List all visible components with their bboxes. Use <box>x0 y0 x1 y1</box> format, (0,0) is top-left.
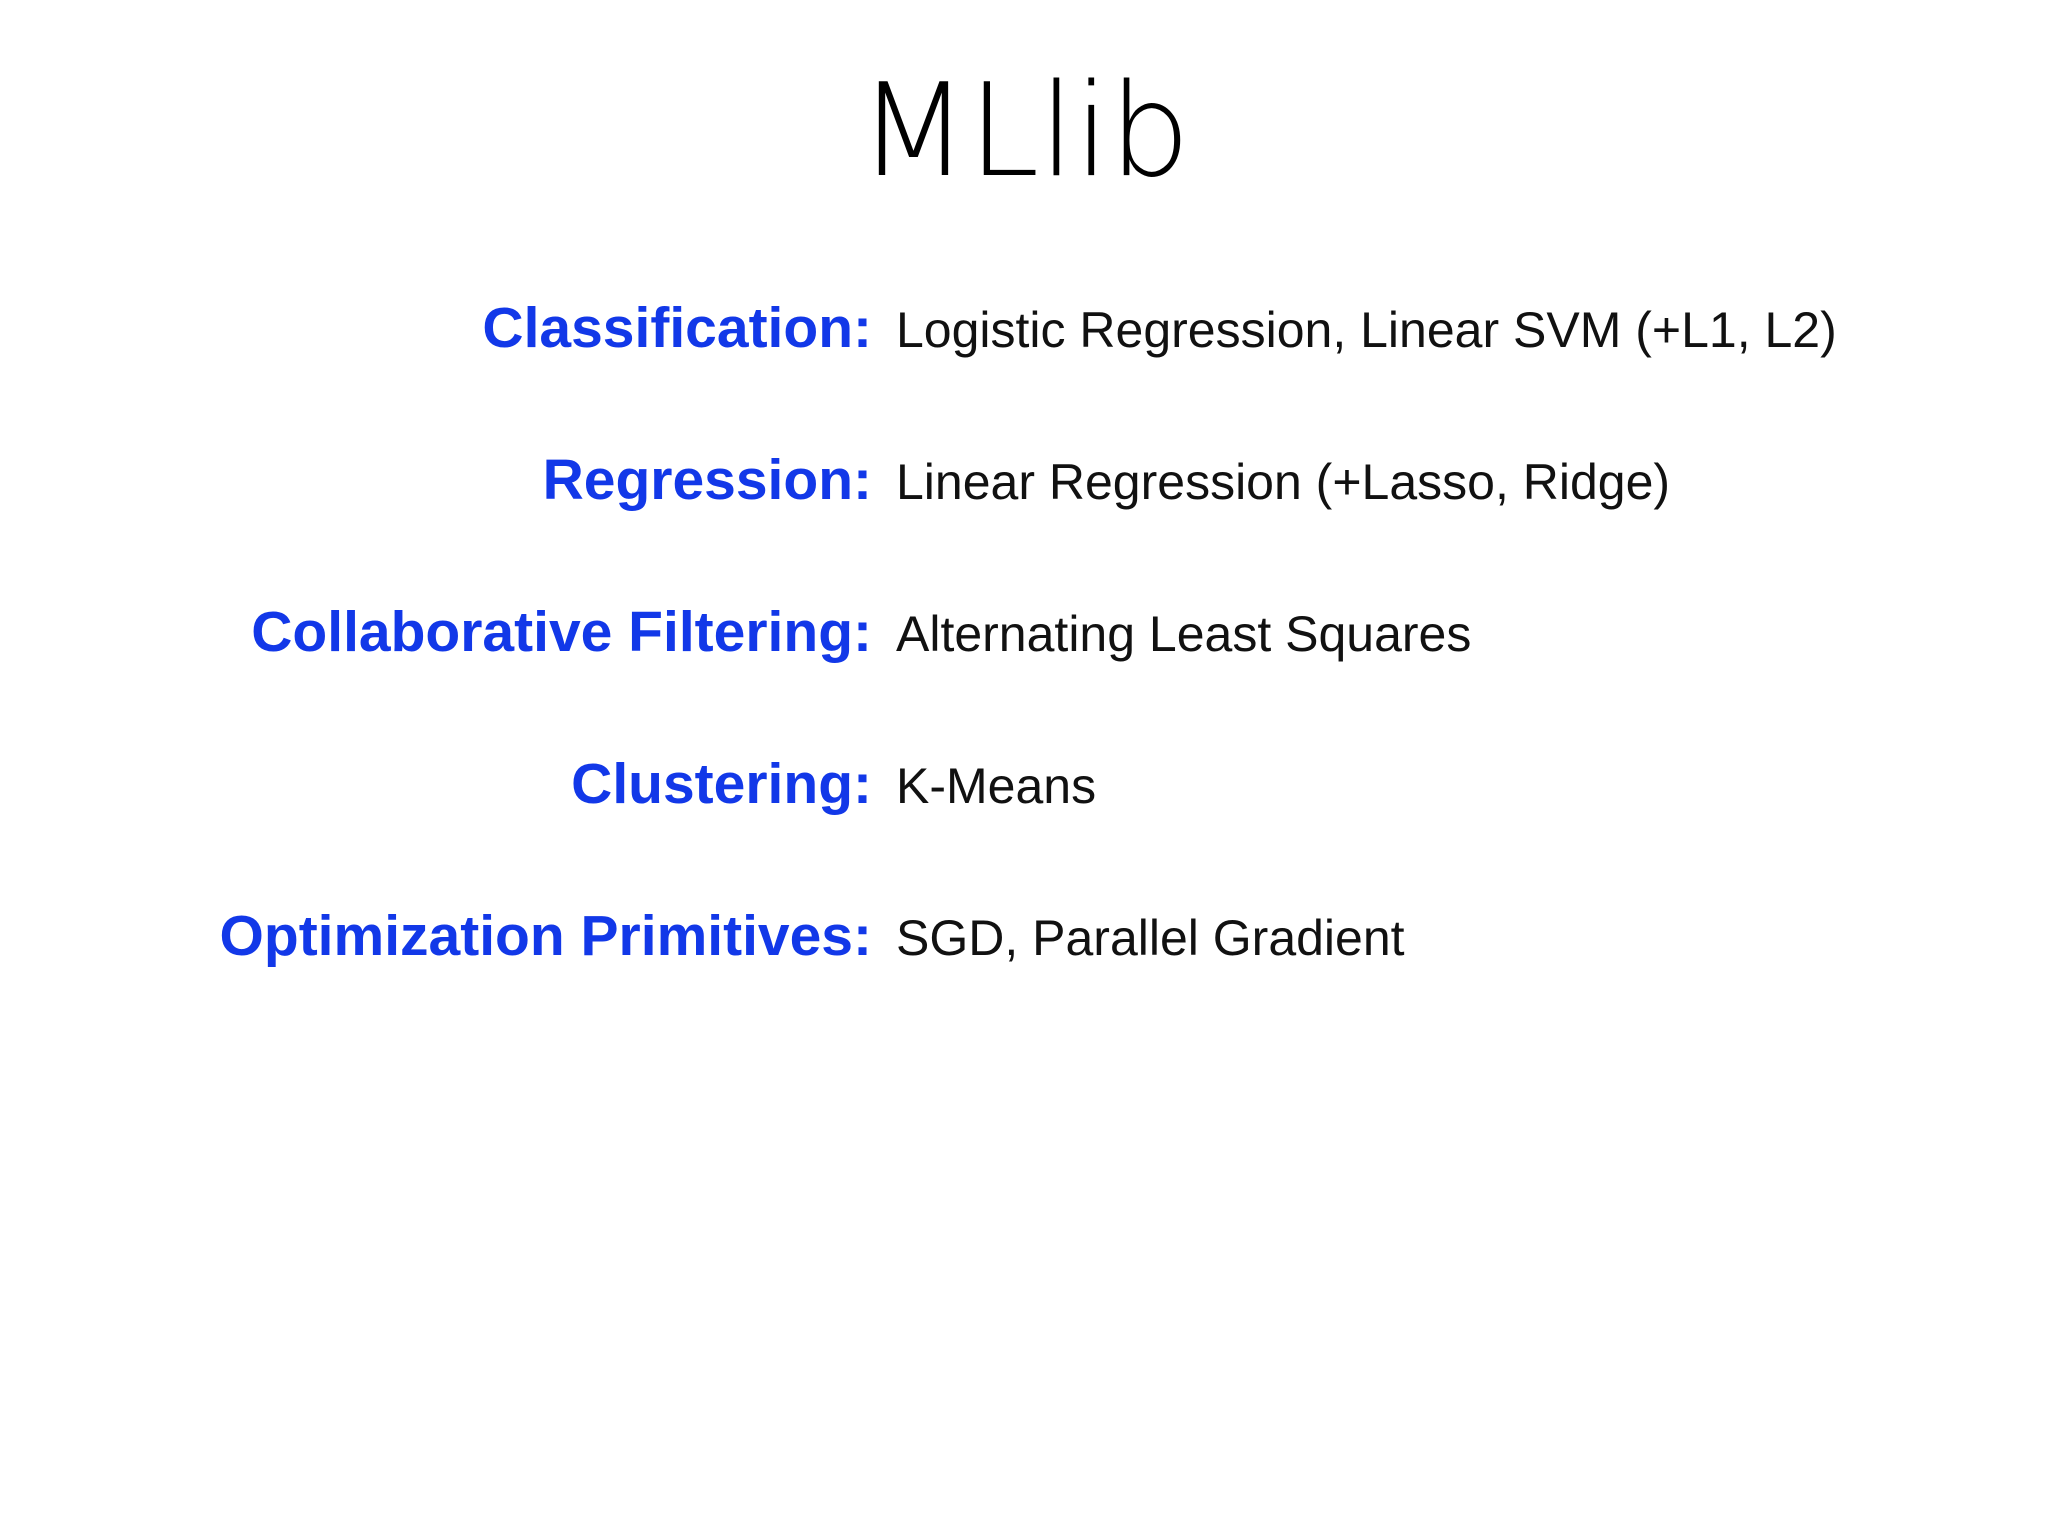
category-value-classification: Logistic Regression, Linear SVM (+L1, L2… <box>896 302 1837 358</box>
category-value-regression: Linear Regression (+Lasso, Ridge) <box>896 454 1671 510</box>
category-value-clustering: K-Means <box>896 758 1097 814</box>
list-item: Optimization Primitives: SGD, Parallel G… <box>0 908 2048 1060</box>
category-value-optimization-primitives: SGD, Parallel Gradient <box>896 910 1405 966</box>
category-label-clustering: Clustering: <box>571 752 872 816</box>
list-item: Collaborative Filtering: Alternating Lea… <box>0 604 2048 756</box>
list-item: Regression: Linear Regression (+Lasso, R… <box>0 452 2048 604</box>
category-label-regression: Regression: <box>542 448 872 512</box>
category-label-collaborative-filtering: Collaborative Filtering: <box>251 600 872 664</box>
page-title: MLlib <box>858 57 1190 206</box>
category-label-optimization-primitives: Optimization Primitives: <box>219 904 872 968</box>
mllib-algorithm-list: Classification: Logistic Regression, Lin… <box>0 300 2048 1060</box>
category-label-classification: Classification: <box>482 296 872 360</box>
list-item: Classification: Logistic Regression, Lin… <box>0 300 2048 452</box>
list-item: Clustering: K-Means <box>0 756 2048 908</box>
category-value-collaborative-filtering: Alternating Least Squares <box>896 606 1472 662</box>
